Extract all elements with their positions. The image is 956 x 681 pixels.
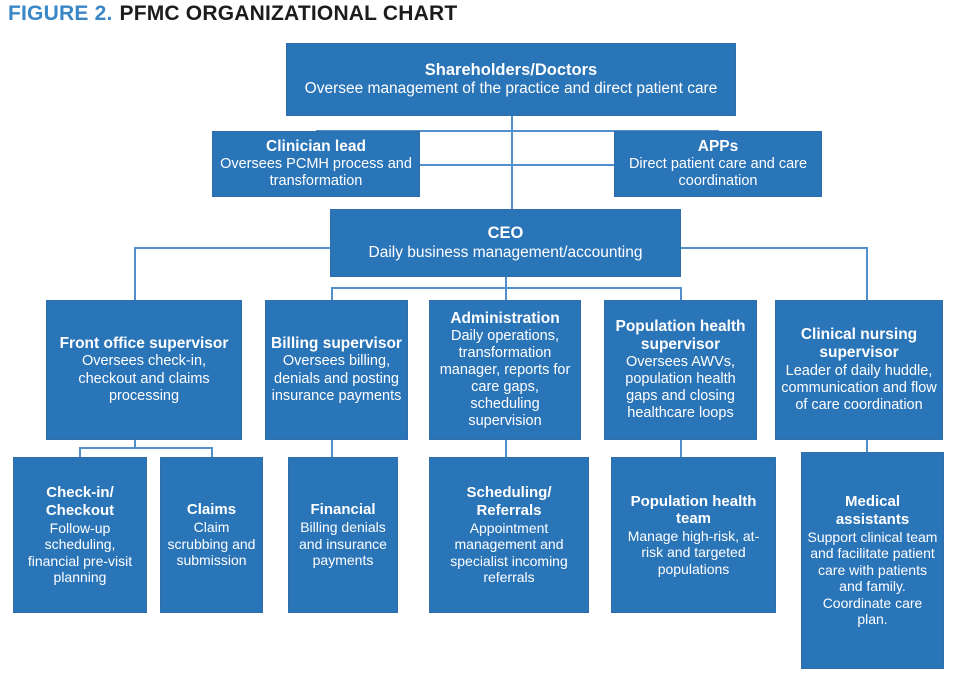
connector-clinician-lead-to-ceo — [419, 164, 511, 166]
node-clinical-nursing-supervisor[interactable]: Clinical nursing supervisor Leader of da… — [775, 300, 943, 440]
node-title: Shareholders/Doctors — [424, 60, 598, 79]
connector-financial-drop — [331, 440, 333, 457]
node-billing-supervisor[interactable]: Billing supervisor Oversees billing, den… — [265, 300, 408, 440]
node-description: Manage high-risk, at-risk and targeted p… — [627, 527, 760, 577]
node-shareholders-doctors[interactable]: Shareholders/Doctors Oversee management … — [286, 43, 736, 116]
connector-check-in-checkout-drop — [79, 447, 81, 457]
node-description: Claim scrubbing and submission — [167, 519, 256, 569]
connector-shareholders-to-ceo — [511, 130, 513, 209]
node-title: Clinical nursing supervisor — [800, 326, 918, 362]
node-title: Population health team — [630, 492, 757, 528]
node-administration[interactable]: Administration Daily operations, transfo… — [429, 300, 581, 440]
node-medical-assistants[interactable]: Medical assistants Support clinical team… — [801, 452, 944, 669]
node-description: Oversees billing, denials and posting in… — [271, 353, 402, 404]
connector-billing-supervisor-drop — [331, 287, 333, 300]
node-title: CEO — [487, 224, 524, 243]
node-description: Daily operations, transformation manager… — [439, 327, 571, 430]
connector-row5-bus-left — [79, 447, 212, 449]
node-title: Financial — [310, 501, 376, 519]
node-title: Scheduling/ Referrals — [466, 484, 552, 519]
node-title: Claims — [186, 501, 237, 519]
node-description: Appointment management and specialist in… — [450, 519, 568, 586]
connector-population-health-supervisor-drop — [680, 287, 682, 300]
connector-row2-bus — [316, 130, 719, 132]
node-title: APPs — [697, 137, 739, 155]
connector-clinical-nursing-drop — [866, 247, 868, 300]
connector-medical-assistants-drop — [866, 440, 868, 452]
node-title: Clinician lead — [266, 137, 366, 155]
node-ceo[interactable]: CEO Daily business management/accounting — [330, 209, 681, 277]
node-financial[interactable]: Financial Billing denials and insurance … — [288, 457, 398, 613]
node-description: Oversees check-in, checkout and claims p… — [78, 353, 210, 404]
node-title: Check-in/ Checkout — [45, 484, 115, 519]
connector-claims-drop — [211, 447, 213, 457]
node-description: Daily business management/accounting — [368, 243, 643, 261]
node-description: Oversees AWVs, population health gaps an… — [625, 354, 736, 422]
page-title: PFMC organizational chart — [119, 2, 458, 25]
node-population-health-supervisor[interactable]: Population health supervisor Oversees AW… — [604, 300, 757, 440]
node-description: Support clinical team and facilitate pat… — [807, 528, 938, 628]
connector-ceo-right-arm — [680, 247, 866, 249]
node-title: Medical assistants — [835, 493, 910, 528]
node-clinician-lead[interactable]: Clinician lead Oversees PCMH process and… — [212, 131, 420, 197]
node-title: Billing supervisor — [271, 335, 402, 353]
node-description: Follow-up scheduling, financial pre-visi… — [27, 519, 133, 586]
node-front-office-supervisor[interactable]: Front office supervisor Oversees check-i… — [46, 300, 242, 440]
node-population-health-team[interactable]: Population health team Manage high-risk,… — [611, 457, 776, 613]
node-description: Oversee management of the practice and d… — [304, 80, 718, 98]
node-check-in-checkout[interactable]: Check-in/ Checkout Follow-up scheduling,… — [13, 457, 147, 613]
connector-ceo-stem — [505, 277, 507, 287]
node-title: Administration — [450, 309, 560, 327]
connector-scheduling-referrals-drop — [505, 440, 507, 457]
connector-ceo-left-arm — [134, 247, 330, 249]
connector-apps-to-ceo — [511, 164, 618, 166]
node-description: Billing denials and insurance payments — [299, 519, 387, 569]
connector-administration-drop — [505, 287, 507, 300]
figure-number-label: Figure 2. — [8, 2, 113, 25]
node-apps[interactable]: APPs Direct patient care and care coordi… — [614, 131, 822, 197]
connector-population-health-team-drop — [680, 440, 682, 457]
node-title: Population health supervisor — [615, 317, 746, 353]
node-title: Front office supervisor — [59, 335, 229, 353]
connector-shareholders-stem — [511, 116, 513, 130]
node-scheduling-referrals[interactable]: Scheduling/ Referrals Appointment manage… — [429, 457, 589, 613]
node-claims[interactable]: Claims Claim scrubbing and submission — [160, 457, 263, 613]
node-description: Leader of daily huddle, communication an… — [781, 362, 937, 413]
connector-front-office-drop — [134, 247, 136, 300]
node-description: Oversees PCMH process and transformation — [220, 156, 412, 190]
node-description: Direct patient care and care coordinatio… — [628, 156, 808, 190]
connector-front-office-stem — [134, 440, 136, 447]
figure-title: Figure 2. PFMC organizational chart — [8, 0, 457, 28]
